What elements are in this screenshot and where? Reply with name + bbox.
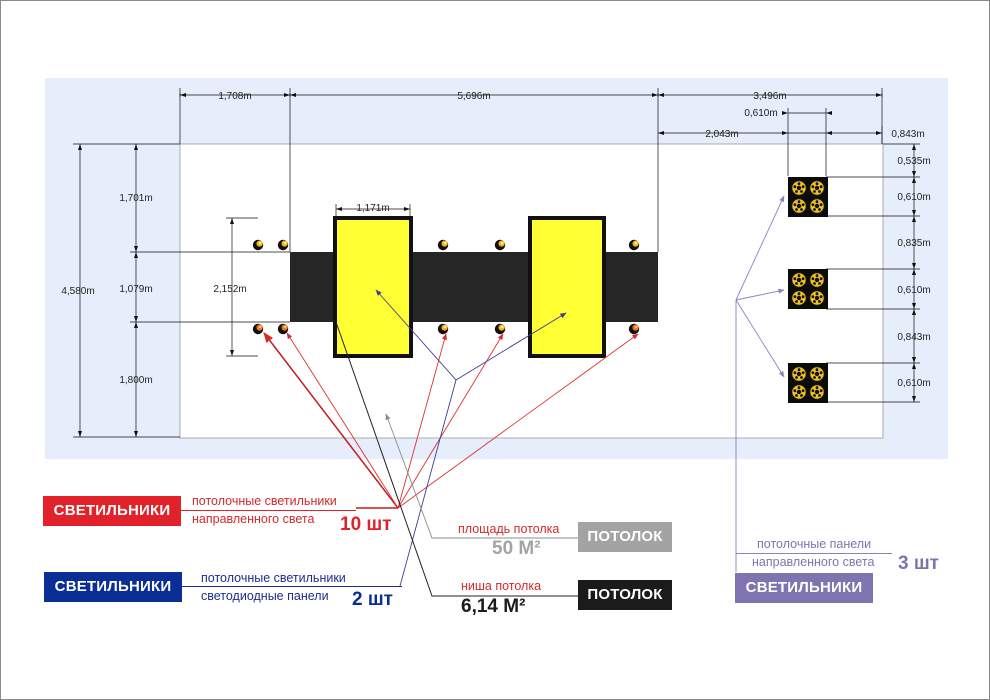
ceiling-area-value: 50 М² xyxy=(492,538,541,559)
spot-light xyxy=(277,239,289,251)
led-panels-rule xyxy=(182,586,402,587)
ceiling-area-line1: площадь потолка xyxy=(458,522,560,536)
spot-lights-line2: направленного света xyxy=(192,512,315,526)
ceiling-area-leader xyxy=(385,413,578,539)
dim-spot-span: 2,152m xyxy=(213,284,246,295)
led-panel-leaders xyxy=(375,289,567,587)
directional-panel-3 xyxy=(788,363,828,403)
dim-top-left: 1,708m xyxy=(218,91,251,102)
led-panels-line1: потолочные светильники xyxy=(201,571,346,585)
directional-panel-2 xyxy=(788,269,828,309)
dim-left-top: 1,701m xyxy=(119,193,152,204)
led-panels-line2: светодиодные панели xyxy=(201,589,329,603)
ceiling-niche-line1: ниша потолка xyxy=(461,579,542,593)
dim-panel-width: 0,610m xyxy=(744,108,777,119)
dim-right-4: 0,610m xyxy=(897,285,930,296)
dimension-arrowheads xyxy=(78,93,916,437)
dim-right-offset: 2,043m xyxy=(705,129,738,140)
dim-top-middle: 5,696m xyxy=(457,91,490,102)
dimension-labels: 1,708m 5,696m 3,496m 0,610m 2,043m 0,843… xyxy=(61,91,930,389)
dimension-lines xyxy=(73,88,920,438)
spot-light xyxy=(494,323,506,335)
directional-panels-tag: СВЕТИЛЬНИКИ xyxy=(735,573,873,603)
dim-right-1: 0,535m xyxy=(897,156,930,167)
directional-panels-count: 3 шт xyxy=(898,553,939,574)
spot-light xyxy=(437,239,449,251)
dim-right-6: 0,610m xyxy=(897,378,930,389)
spot-light xyxy=(494,239,506,251)
spot-lights-count: 10 шт xyxy=(340,514,392,535)
directional-panels-line1: потолочные панели xyxy=(757,537,872,551)
spot-light xyxy=(628,323,640,335)
directional-panels-line2: направленного света xyxy=(752,555,875,569)
dim-right-3: 0,835m xyxy=(897,238,930,249)
dim-left-middle: 1,079m xyxy=(119,284,152,295)
spot-lights-tag: СВЕТИЛЬНИКИ xyxy=(43,496,181,526)
led-panel-left xyxy=(333,216,413,358)
dim-left-bottom: 1,800m xyxy=(119,375,152,386)
spot-light xyxy=(252,239,264,251)
dim-left-total: 4,580m xyxy=(61,286,94,297)
spot-light xyxy=(252,323,264,335)
dim-right-margin: 0,843m xyxy=(891,129,924,140)
spot-light xyxy=(437,323,449,335)
dim-right-5: 0,843m xyxy=(897,332,930,343)
spot-light xyxy=(628,239,640,251)
led-panels-tag: СВЕТИЛЬНИКИ xyxy=(44,572,182,602)
spot-lights-line1: потолочные светильники xyxy=(192,494,337,508)
spot-light xyxy=(277,323,289,335)
ceiling-niche-leader xyxy=(335,321,578,597)
spot-lights-rule xyxy=(181,510,356,511)
ceiling-niche-tag: ПОТОЛОК xyxy=(578,580,672,610)
dim-right-2: 0,610m xyxy=(897,192,930,203)
directional-panels-rule xyxy=(736,553,892,554)
dim-top-right: 3,496m xyxy=(753,91,786,102)
ceiling-niche-value: 6,14 М² xyxy=(461,596,526,617)
dim-yellow-width: 1,171m xyxy=(356,203,389,214)
spot-light-leaders xyxy=(263,332,639,509)
directional-panel-leaders xyxy=(735,195,785,572)
directional-panel-1 xyxy=(788,177,828,217)
led-panels-count: 2 шт xyxy=(352,589,393,610)
led-panel-right xyxy=(528,216,606,358)
ceiling-area-tag: ПОТОЛОК xyxy=(578,522,672,552)
